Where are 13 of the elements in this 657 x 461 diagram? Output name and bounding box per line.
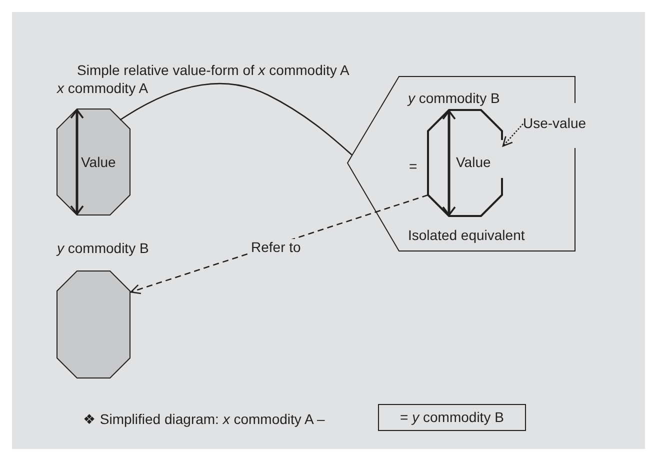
commodity-heading: y commodity B — [408, 90, 500, 106]
formula-box: = y commodity B — [378, 404, 526, 431]
commodity-heading: x commodity A — [57, 80, 148, 96]
value-label: Value — [456, 154, 491, 170]
connector-line — [120, 83, 352, 156]
callout-caption: Isolated equivalent — [408, 227, 525, 243]
annotation-text: Use-value — [523, 115, 593, 131]
equals-sign: = — [409, 158, 418, 174]
commodity-heading: y commodity B — [57, 240, 149, 256]
arrow — [502, 124, 524, 147]
summary-text: ❖ Simplified diagram: x commodity A – — [83, 411, 325, 427]
value-label: Value — [81, 154, 116, 170]
diagram-title: Simple relative value-form of x commodity A — [77, 62, 350, 78]
